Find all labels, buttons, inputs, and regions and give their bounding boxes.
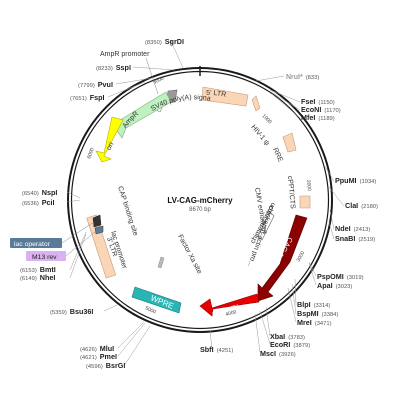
- leader-ecori: [259, 310, 271, 345]
- site-fspi: (7651)FspI: [70, 93, 105, 102]
- site-bspmi: BspMI(3384): [297, 309, 338, 318]
- ampr-promoter-leader: [145, 57, 159, 95]
- cmv-enhancer-feature: [257, 211, 275, 241]
- site-mrei: MreI(3471): [297, 318, 332, 327]
- hiv-psi-label: HIV-1 ψ: [249, 124, 270, 147]
- ori-feature: [95, 116, 124, 163]
- site-pspomi: PspOMI(3019): [317, 272, 364, 281]
- leader-mlui: [117, 321, 145, 349]
- leader-sspi: [132, 66, 175, 71]
- leader-bsrgi: [123, 325, 151, 367]
- tick-5000: 5000: [144, 305, 157, 315]
- lac-promoter-mark: [94, 225, 104, 235]
- lac-operator-mark: [92, 214, 102, 228]
- tick-4000: 4000: [225, 309, 238, 318]
- site-blpi: BlpI(3314): [297, 300, 330, 309]
- site-sbfi: SbfI(4251): [200, 345, 233, 354]
- site-bmti: (6153)BmtI: [20, 265, 56, 274]
- ltr3-feature: [86, 214, 117, 279]
- tick-2000: 2000: [305, 180, 312, 192]
- site-pvui: (7799)PvuI: [78, 80, 113, 89]
- leader-sgrdi: [170, 40, 184, 69]
- leader-blpi: [294, 278, 297, 306]
- leader-pmei: [117, 322, 146, 357]
- cap-label: CAP binding site: [116, 185, 139, 236]
- site-mlui: (4626)MluI: [80, 344, 114, 353]
- site-ecori: EcoRI(3879): [270, 340, 310, 349]
- m13-tag: [26, 251, 66, 261]
- tick-8000: 8000: [152, 76, 165, 86]
- site-ndei: NdeI(2413): [335, 224, 370, 233]
- leader-bsu36i: [103, 304, 118, 312]
- site-pcii: (6536)PciI: [22, 198, 55, 207]
- cag-promoter-feature: [257, 214, 308, 302]
- mcherry-feature: [199, 293, 260, 317]
- leader-mrei: [287, 287, 297, 323]
- site-mfei: MfeI(1189): [301, 113, 335, 122]
- leader-pspomi: [308, 261, 317, 277]
- leader-fspi: [107, 81, 146, 98]
- leader-ppumi: [323, 164, 335, 182]
- site-leaders: [66, 40, 345, 367]
- ampr-promoter-label: AmpR promoter: [100, 51, 150, 58]
- leader-xbai: [265, 306, 271, 337]
- site-sgrdi: (8350)SgrDI: [145, 37, 184, 46]
- site-sspi: (8233)SspI: [96, 63, 131, 72]
- leader-apai: [308, 262, 317, 286]
- cppt-feature: [299, 195, 311, 209]
- leader-snabi: [328, 221, 335, 240]
- tick-6000: 6000: [86, 147, 96, 160]
- ltr5-feature: [201, 86, 249, 107]
- site-snabi: SnaBI(2519): [335, 234, 375, 243]
- leader-nrui: [255, 75, 285, 82]
- plasmid-name: LV-CAG-mCherry: [167, 196, 233, 205]
- site-ppumi: PpuMI(1934): [335, 176, 376, 185]
- leader-pcii: [66, 199, 81, 203]
- m13-text: M13 rev: [32, 254, 57, 261]
- leader-bmti: [69, 231, 87, 271]
- ltr5-label: 5' LTR: [206, 90, 227, 99]
- lac-operator-text: lac operator: [14, 241, 51, 248]
- leader-clai: [328, 186, 345, 207]
- leader-econi: [270, 91, 301, 111]
- site-bsrgi: (4596)BsrGI: [86, 361, 125, 370]
- site-apai: ApaI(3023): [317, 281, 352, 290]
- cag-label: CAG Promoter: [0, 0, 293, 259]
- leader-ndei: [329, 209, 335, 230]
- site-nspi: (6540)NspI: [22, 188, 57, 197]
- rre-label: RRE: [271, 147, 284, 164]
- tick-1000: 1000: [261, 113, 273, 125]
- site-fsei: FseI(1150): [301, 97, 335, 106]
- site-econi: EcoNI(1170): [301, 105, 341, 114]
- leader-bspmi: [291, 283, 297, 315]
- tick-3000: 3000: [296, 250, 307, 263]
- site-msci: MscI(3926): [260, 349, 296, 358]
- rre-feature: [282, 132, 297, 153]
- leader-nhei: [69, 233, 87, 279]
- leader-mfei: [271, 93, 301, 119]
- lac-operator-tag: [10, 238, 62, 248]
- leader-nspi: [66, 191, 81, 199]
- factorxa-label: Factor Xa site: [176, 234, 203, 276]
- site-nrui: NruI*(833): [286, 74, 319, 81]
- plasmid-size: 8670 bp: [189, 207, 211, 213]
- site-xbai: XbaI(3783): [270, 332, 305, 341]
- site-pmei: (4621)PmeI: [80, 352, 117, 361]
- cppt-label: cPPT/CTS: [286, 176, 296, 210]
- site-nhei: (6149)NheI: [20, 273, 55, 282]
- leader-msci: [254, 313, 261, 353]
- leader-sbfi: [209, 329, 213, 350]
- factor-xa-feature: [157, 256, 165, 269]
- hiv-psi-feature: [251, 95, 261, 112]
- ori-label: ori: [106, 141, 116, 152]
- wpre-feature: [131, 286, 182, 314]
- leader-pvui: [115, 77, 153, 85]
- site-clai: ClaI(2180): [345, 201, 378, 210]
- lac-operator-leader: [61, 221, 95, 244]
- ampr-feature: [112, 91, 172, 139]
- site-bsu36i: (5359)Bsu36I: [50, 307, 93, 316]
- leader-fsei: [269, 89, 301, 103]
